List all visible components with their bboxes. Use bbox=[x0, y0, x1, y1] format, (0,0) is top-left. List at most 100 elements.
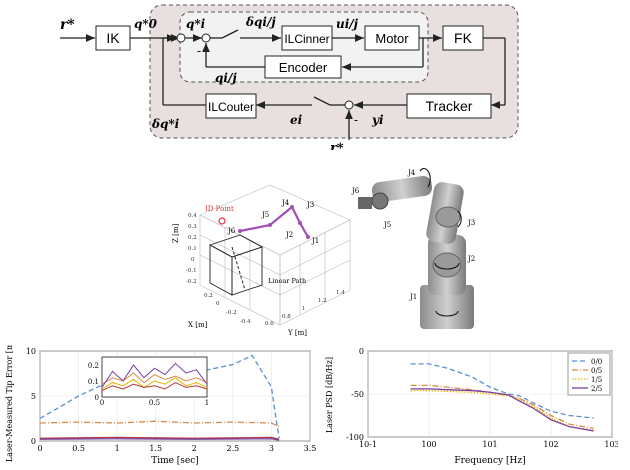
workspace-cube bbox=[208, 234, 264, 296]
j5-plot-label: J5 bbox=[261, 211, 269, 219]
outer-sum-junction-right bbox=[344, 100, 354, 110]
robot-arm-links bbox=[239, 205, 309, 238]
id-point-marker bbox=[218, 217, 226, 225]
j4-photo-label: J4 bbox=[407, 169, 416, 177]
j3-photo-label: J3 bbox=[467, 219, 475, 227]
robot-base bbox=[420, 285, 474, 329]
x-axis-label: Time [sec] bbox=[151, 456, 199, 466]
id-point-label: ID Point bbox=[205, 205, 234, 213]
inset-x-tick: 0 bbox=[100, 399, 104, 407]
x-tick-label: 10-1 bbox=[359, 440, 377, 449]
z-tick: 0.1 bbox=[188, 246, 197, 252]
j6-plot-label: J6 bbox=[227, 227, 236, 235]
series-line bbox=[39, 420, 280, 428]
x-tick-label: 1.5 bbox=[149, 444, 162, 453]
z-tick: 0 bbox=[191, 257, 195, 263]
y-tick-label: 5 bbox=[31, 392, 36, 401]
legend-label: 0/5 bbox=[591, 367, 602, 375]
legend-label: 1/5 bbox=[591, 376, 602, 384]
z-axis-label: Z [m] bbox=[172, 224, 180, 243]
inset-x-tick: 0.5 bbox=[149, 399, 160, 407]
x-tick-label: 0.5 bbox=[72, 444, 85, 453]
r-star-input-label: r* bbox=[60, 17, 75, 33]
ilc-inner-block bbox=[281, 25, 333, 51]
series-line bbox=[39, 436, 280, 440]
outer-sum-junction-left bbox=[176, 33, 186, 43]
outer-minus-sign: - bbox=[354, 113, 358, 127]
x-tick-label: 2.5 bbox=[226, 444, 239, 453]
y-tick-label: -50 bbox=[351, 390, 364, 399]
x-tick-label: 3 bbox=[269, 444, 274, 453]
encoder-label: Encoder bbox=[279, 60, 328, 75]
x-tick-label: 102 bbox=[543, 440, 558, 449]
j1-photo-label: J1 bbox=[409, 293, 417, 301]
x-tick-label: 103 bbox=[604, 440, 618, 449]
inset-y-tick: 0.2 bbox=[88, 362, 99, 370]
j2-photo-label: J2 bbox=[467, 255, 475, 263]
z-tick: 0.4 bbox=[188, 213, 197, 219]
y-tick: 1.4 bbox=[336, 290, 345, 296]
inset-x-tick: 1 bbox=[205, 399, 209, 407]
y-tick-label: 0 bbox=[359, 347, 364, 356]
inner-minus-sign: - bbox=[197, 44, 201, 58]
y-i-label: yi bbox=[371, 113, 384, 127]
e-i-label: ei bbox=[290, 113, 303, 127]
ik-block bbox=[95, 25, 131, 51]
q-ij-label: qi/j bbox=[215, 71, 237, 85]
x-tick-label: 101 bbox=[482, 440, 497, 449]
legend-box bbox=[567, 352, 611, 396]
series-line bbox=[410, 389, 594, 431]
z-tick: -0.2 bbox=[186, 279, 197, 285]
series-line bbox=[39, 438, 280, 441]
robot-3d-plot: ID Point J5 J4 J3 J2 J1 J6 Linear Path Z… bbox=[172, 184, 351, 337]
inset-series-line bbox=[101, 377, 208, 390]
y-tick-label: -100 bbox=[346, 433, 364, 442]
x-tick-label: 1 bbox=[115, 444, 120, 453]
j5-photo-label: J5 bbox=[383, 221, 391, 229]
linear-path-line bbox=[231, 246, 246, 291]
ik-label: IK bbox=[106, 30, 120, 46]
y-tick: 1 bbox=[302, 306, 306, 312]
inset-series-line bbox=[101, 372, 208, 385]
linear-path-label: Linear Path bbox=[268, 277, 306, 285]
y-axis-label: Y [m] bbox=[287, 329, 307, 337]
fk-block bbox=[442, 25, 484, 51]
y-tick: 0.6 bbox=[265, 321, 274, 327]
y-axis-label: Laser PSD [dB/Hz] bbox=[325, 357, 334, 433]
inset-y-tick: 0 bbox=[95, 394, 99, 402]
inset-series-line bbox=[101, 362, 208, 388]
y-tick-label: 10 bbox=[26, 347, 36, 356]
legend-label: 2/5 bbox=[591, 385, 602, 393]
motor-block bbox=[364, 25, 420, 51]
motor-label: Motor bbox=[375, 31, 409, 46]
fk-label: FK bbox=[454, 30, 473, 46]
j6-photo-label: J6 bbox=[351, 187, 360, 195]
j4-plot-label: J4 bbox=[281, 199, 290, 207]
ilc-outer-label: ILCouter bbox=[208, 100, 254, 114]
tracker-label: Tracker bbox=[426, 98, 473, 114]
x-tick-label: 3.5 bbox=[304, 444, 317, 453]
qi-star-label: q*i bbox=[186, 17, 206, 31]
outer-switch bbox=[313, 96, 331, 106]
inner-switch bbox=[221, 29, 239, 39]
delta-qi-star-label: δq*i bbox=[151, 117, 180, 131]
robot-photo: J4 J6 J3 J5 J2 J1 bbox=[351, 168, 475, 329]
z-tick: 0.2 bbox=[188, 235, 197, 241]
z-tick: 0.3 bbox=[188, 224, 197, 230]
r-star-bottom-label: r* bbox=[330, 141, 344, 150]
control-block-diagram: r* IK q*0 q*i - δqi/j ILCinner ui/j Moto… bbox=[60, 4, 519, 150]
series-line bbox=[410, 363, 594, 419]
x-axis-label: X [m] bbox=[188, 321, 208, 329]
x-axis-label: Frequency [Hz] bbox=[454, 456, 525, 466]
x-tick-label: 100 bbox=[421, 440, 436, 449]
y-tick: 1.2 bbox=[318, 298, 327, 304]
ilc-outer-block bbox=[205, 93, 257, 119]
series-line bbox=[410, 388, 594, 432]
j1-plot-label: J1 bbox=[311, 237, 319, 245]
x-tick: -0.4 bbox=[240, 319, 251, 325]
series-line bbox=[39, 354, 280, 439]
inner-sum-junction bbox=[201, 33, 211, 43]
inset-plot-area bbox=[101, 356, 208, 398]
